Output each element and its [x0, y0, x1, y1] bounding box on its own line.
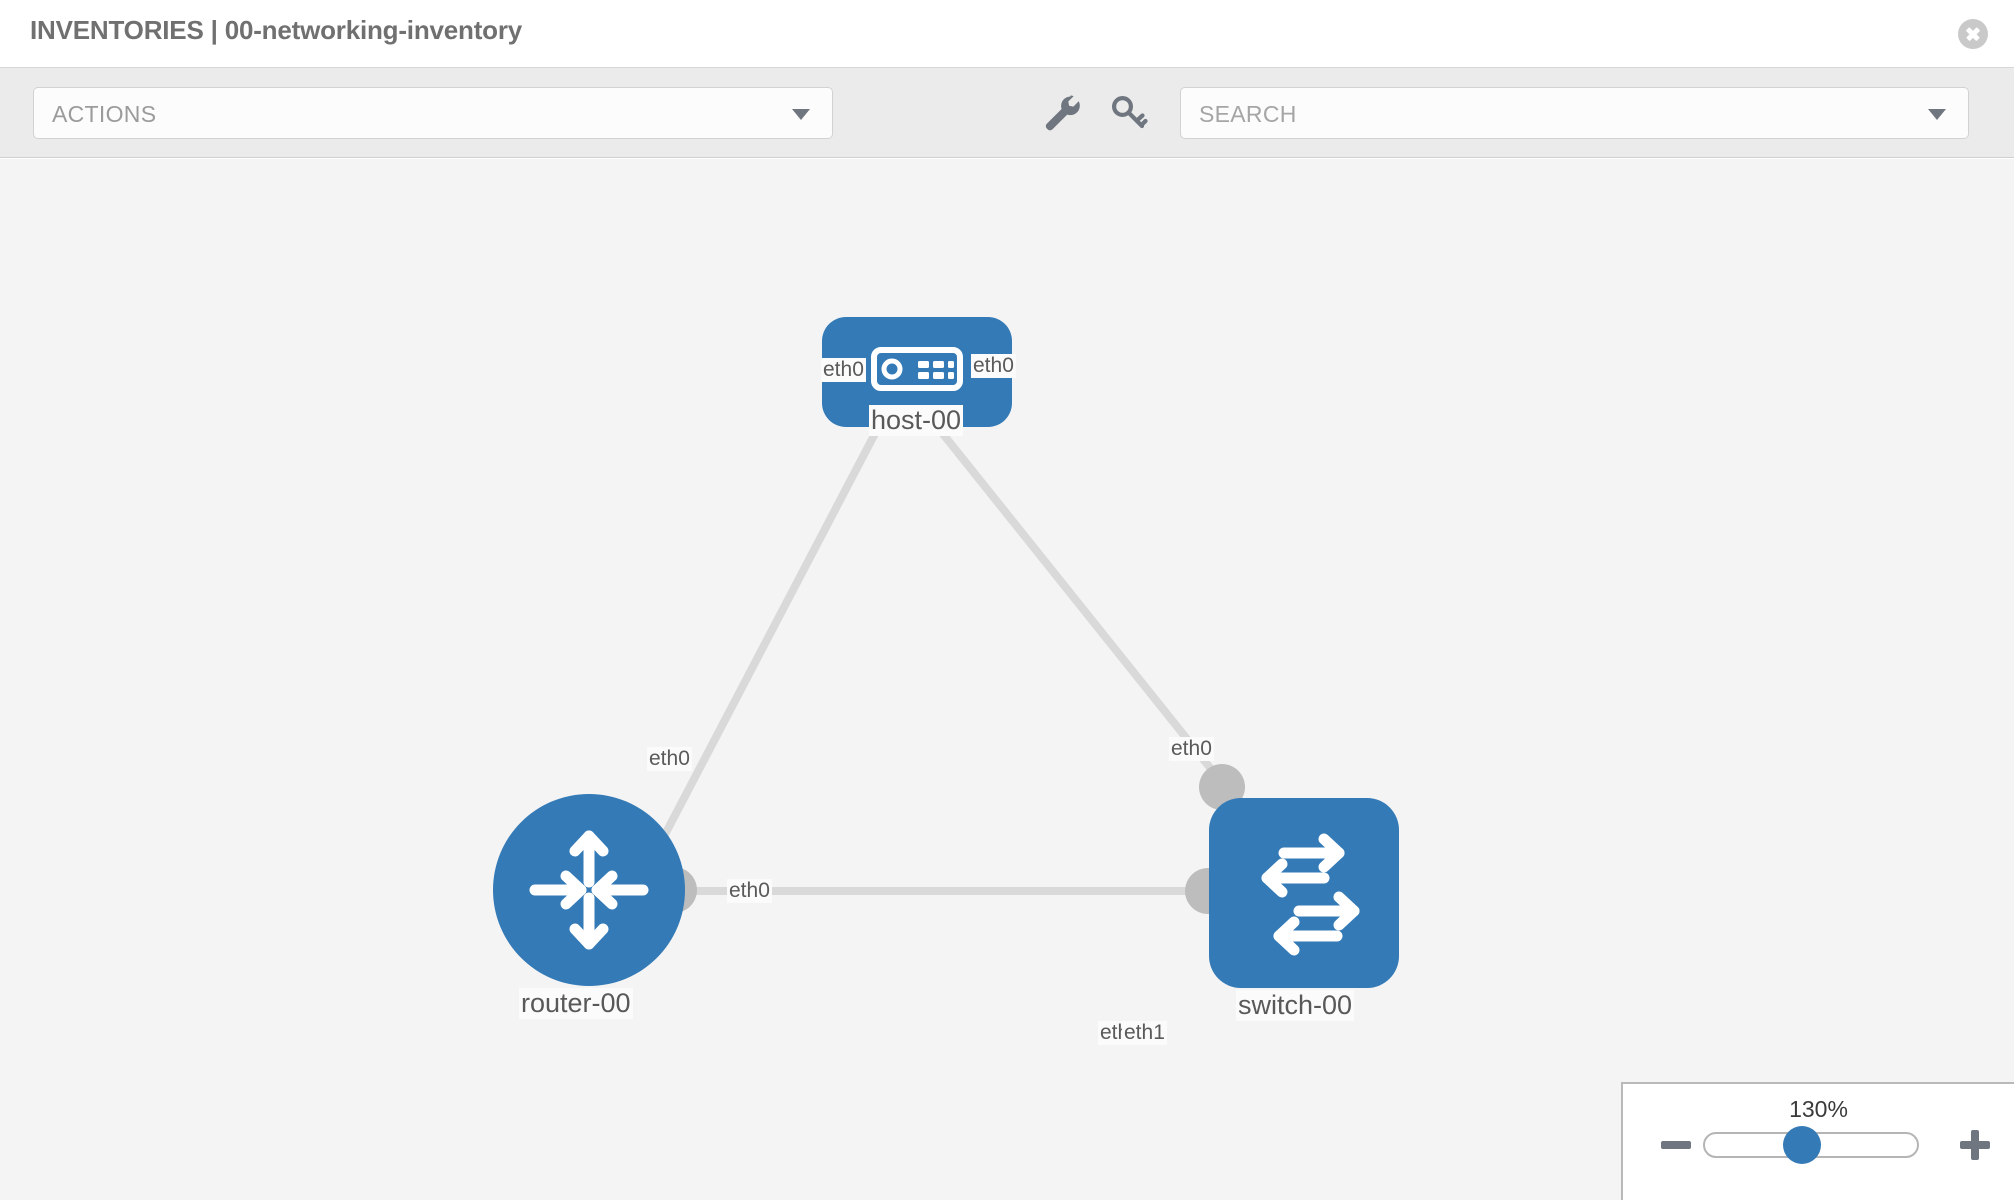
key-icon[interactable]: [1105, 90, 1151, 136]
node-switch-00-label: switch-00: [1236, 990, 1355, 1021]
node-router-00[interactable]: router-00: [493, 794, 697, 1019]
zoom-out-button[interactable]: [1659, 1128, 1693, 1162]
link-host-switch: [931, 421, 1239, 802]
page-title: INVENTORIES | 00-networking-inventory: [30, 15, 523, 45]
router-arrows-icon: [529, 830, 649, 950]
chevron-down-icon: [792, 109, 810, 120]
actions-dropdown-label: ACTIONS: [52, 101, 157, 127]
zoom-slider-thumb[interactable]: [1783, 1126, 1821, 1164]
zoom-level-value: 130%: [1789, 1096, 1848, 1122]
chevron-down-icon[interactable]: [1928, 109, 1946, 120]
iflabel-router-eth0-up: eth0: [647, 747, 692, 772]
iflabel-host-eth0-right: eth0: [971, 354, 1016, 379]
link-host-router: [656, 422, 884, 846]
iflabel-switch-eth1: eth1: [1122, 1021, 1167, 1046]
zoom-in-button[interactable]: [1958, 1128, 1992, 1162]
actions-dropdown[interactable]: ACTIONS: [33, 87, 833, 139]
node-switch-shape: [1209, 798, 1399, 988]
search-input[interactable]: SEARCH: [1180, 87, 1969, 139]
node-host-00-label: host-00: [869, 405, 964, 436]
iflabel-host-eth0-left: eth0: [821, 358, 866, 383]
wrench-icon[interactable]: [1038, 90, 1084, 136]
switch-arrows-icon: [1261, 833, 1360, 956]
zoom-control-panel: 130%: [1621, 1082, 2014, 1200]
iflabel-router-eth0-right: eth0: [727, 879, 772, 904]
node-switch-00[interactable]: switch-00: [1185, 764, 1399, 1021]
server-icon: [871, 347, 963, 391]
topology-canvas[interactable]: host-00 eth0 eth0: [0, 159, 2014, 1200]
page-header: INVENTORIES | 00-networking-inventory: [0, 0, 2014, 68]
toolbar: ACTIONS SEARCH: [0, 68, 2014, 158]
topology-links: [656, 421, 1239, 895]
close-icon[interactable]: [1958, 19, 1988, 49]
node-router-00-label: router-00: [519, 988, 633, 1019]
search-placeholder: SEARCH: [1199, 101, 1297, 127]
iflabel-switch-eth0-up: eth0: [1169, 737, 1214, 762]
node-router-shape: [493, 794, 685, 986]
